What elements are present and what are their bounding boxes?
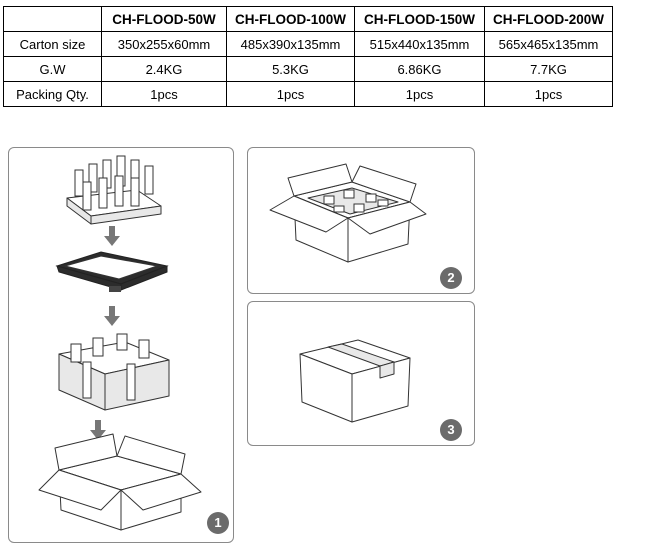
step-badge-2: 2 <box>440 267 462 289</box>
table-cell: 1pcs <box>226 81 355 107</box>
packing-step-3-panel: 3 <box>247 301 475 446</box>
table-cell: 350x255x60mm <box>101 31 227 57</box>
open-carton-icon <box>269 163 427 263</box>
packing-sequence-illustration <box>38 155 202 531</box>
spec-table-header-row: CH-FLOOD-50W CH-FLOOD-100W CH-FLOOD-150W… <box>3 6 613 32</box>
row-label-carton-size: Carton size <box>3 31 102 57</box>
table-cell: 2.4KG <box>101 56 227 82</box>
header-model-100w: CH-FLOOD-100W <box>226 6 355 32</box>
closed-carton-icon <box>299 339 411 423</box>
table-row: G.W 2.4KG 5.3KG 6.86KG 7.7KG <box>3 56 613 82</box>
header-model-200w: CH-FLOOD-200W <box>484 6 613 32</box>
table-row: Packing Qty. 1pcs 1pcs 1pcs 1pcs <box>3 81 613 107</box>
step-badge-1: 1 <box>207 512 229 534</box>
step-badge-3: 3 <box>440 419 462 441</box>
header-model-150w: CH-FLOOD-150W <box>354 6 485 32</box>
down-arrow-icon <box>90 420 106 440</box>
row-label-gross-weight: G.W <box>3 56 102 82</box>
closed-carton-illustration <box>299 339 411 423</box>
packing-step-1-panel: 1 <box>8 147 234 543</box>
table-row: Carton size 350x255x60mm 485x390x135mm 5… <box>3 31 613 57</box>
header-empty-cell <box>3 6 102 32</box>
table-cell: 7.7KG <box>484 56 613 82</box>
open-carton-with-insert-illustration <box>269 163 427 263</box>
table-cell: 1pcs <box>101 81 227 107</box>
table-cell: 1pcs <box>484 81 613 107</box>
row-label-packing-qty: Packing Qty. <box>3 81 102 107</box>
header-model-50w: CH-FLOOD-50W <box>101 6 227 32</box>
open-carton-icon <box>38 433 202 531</box>
table-cell: 5.3KG <box>226 56 355 82</box>
floodlight-icon <box>55 251 169 292</box>
down-arrow-icon <box>104 306 120 326</box>
foam-insert-icon <box>58 333 170 411</box>
table-cell: 485x390x135mm <box>226 31 355 57</box>
down-arrow-icon <box>104 226 120 246</box>
packing-step-2-panel: 2 <box>247 147 475 294</box>
foam-insert-icon <box>66 155 162 225</box>
table-cell: 1pcs <box>354 81 485 107</box>
table-cell: 6.86KG <box>354 56 485 82</box>
spec-table: CH-FLOOD-50W CH-FLOOD-100W CH-FLOOD-150W… <box>3 6 613 107</box>
table-cell: 565x465x135mm <box>484 31 613 57</box>
table-cell: 515x440x135mm <box>354 31 485 57</box>
